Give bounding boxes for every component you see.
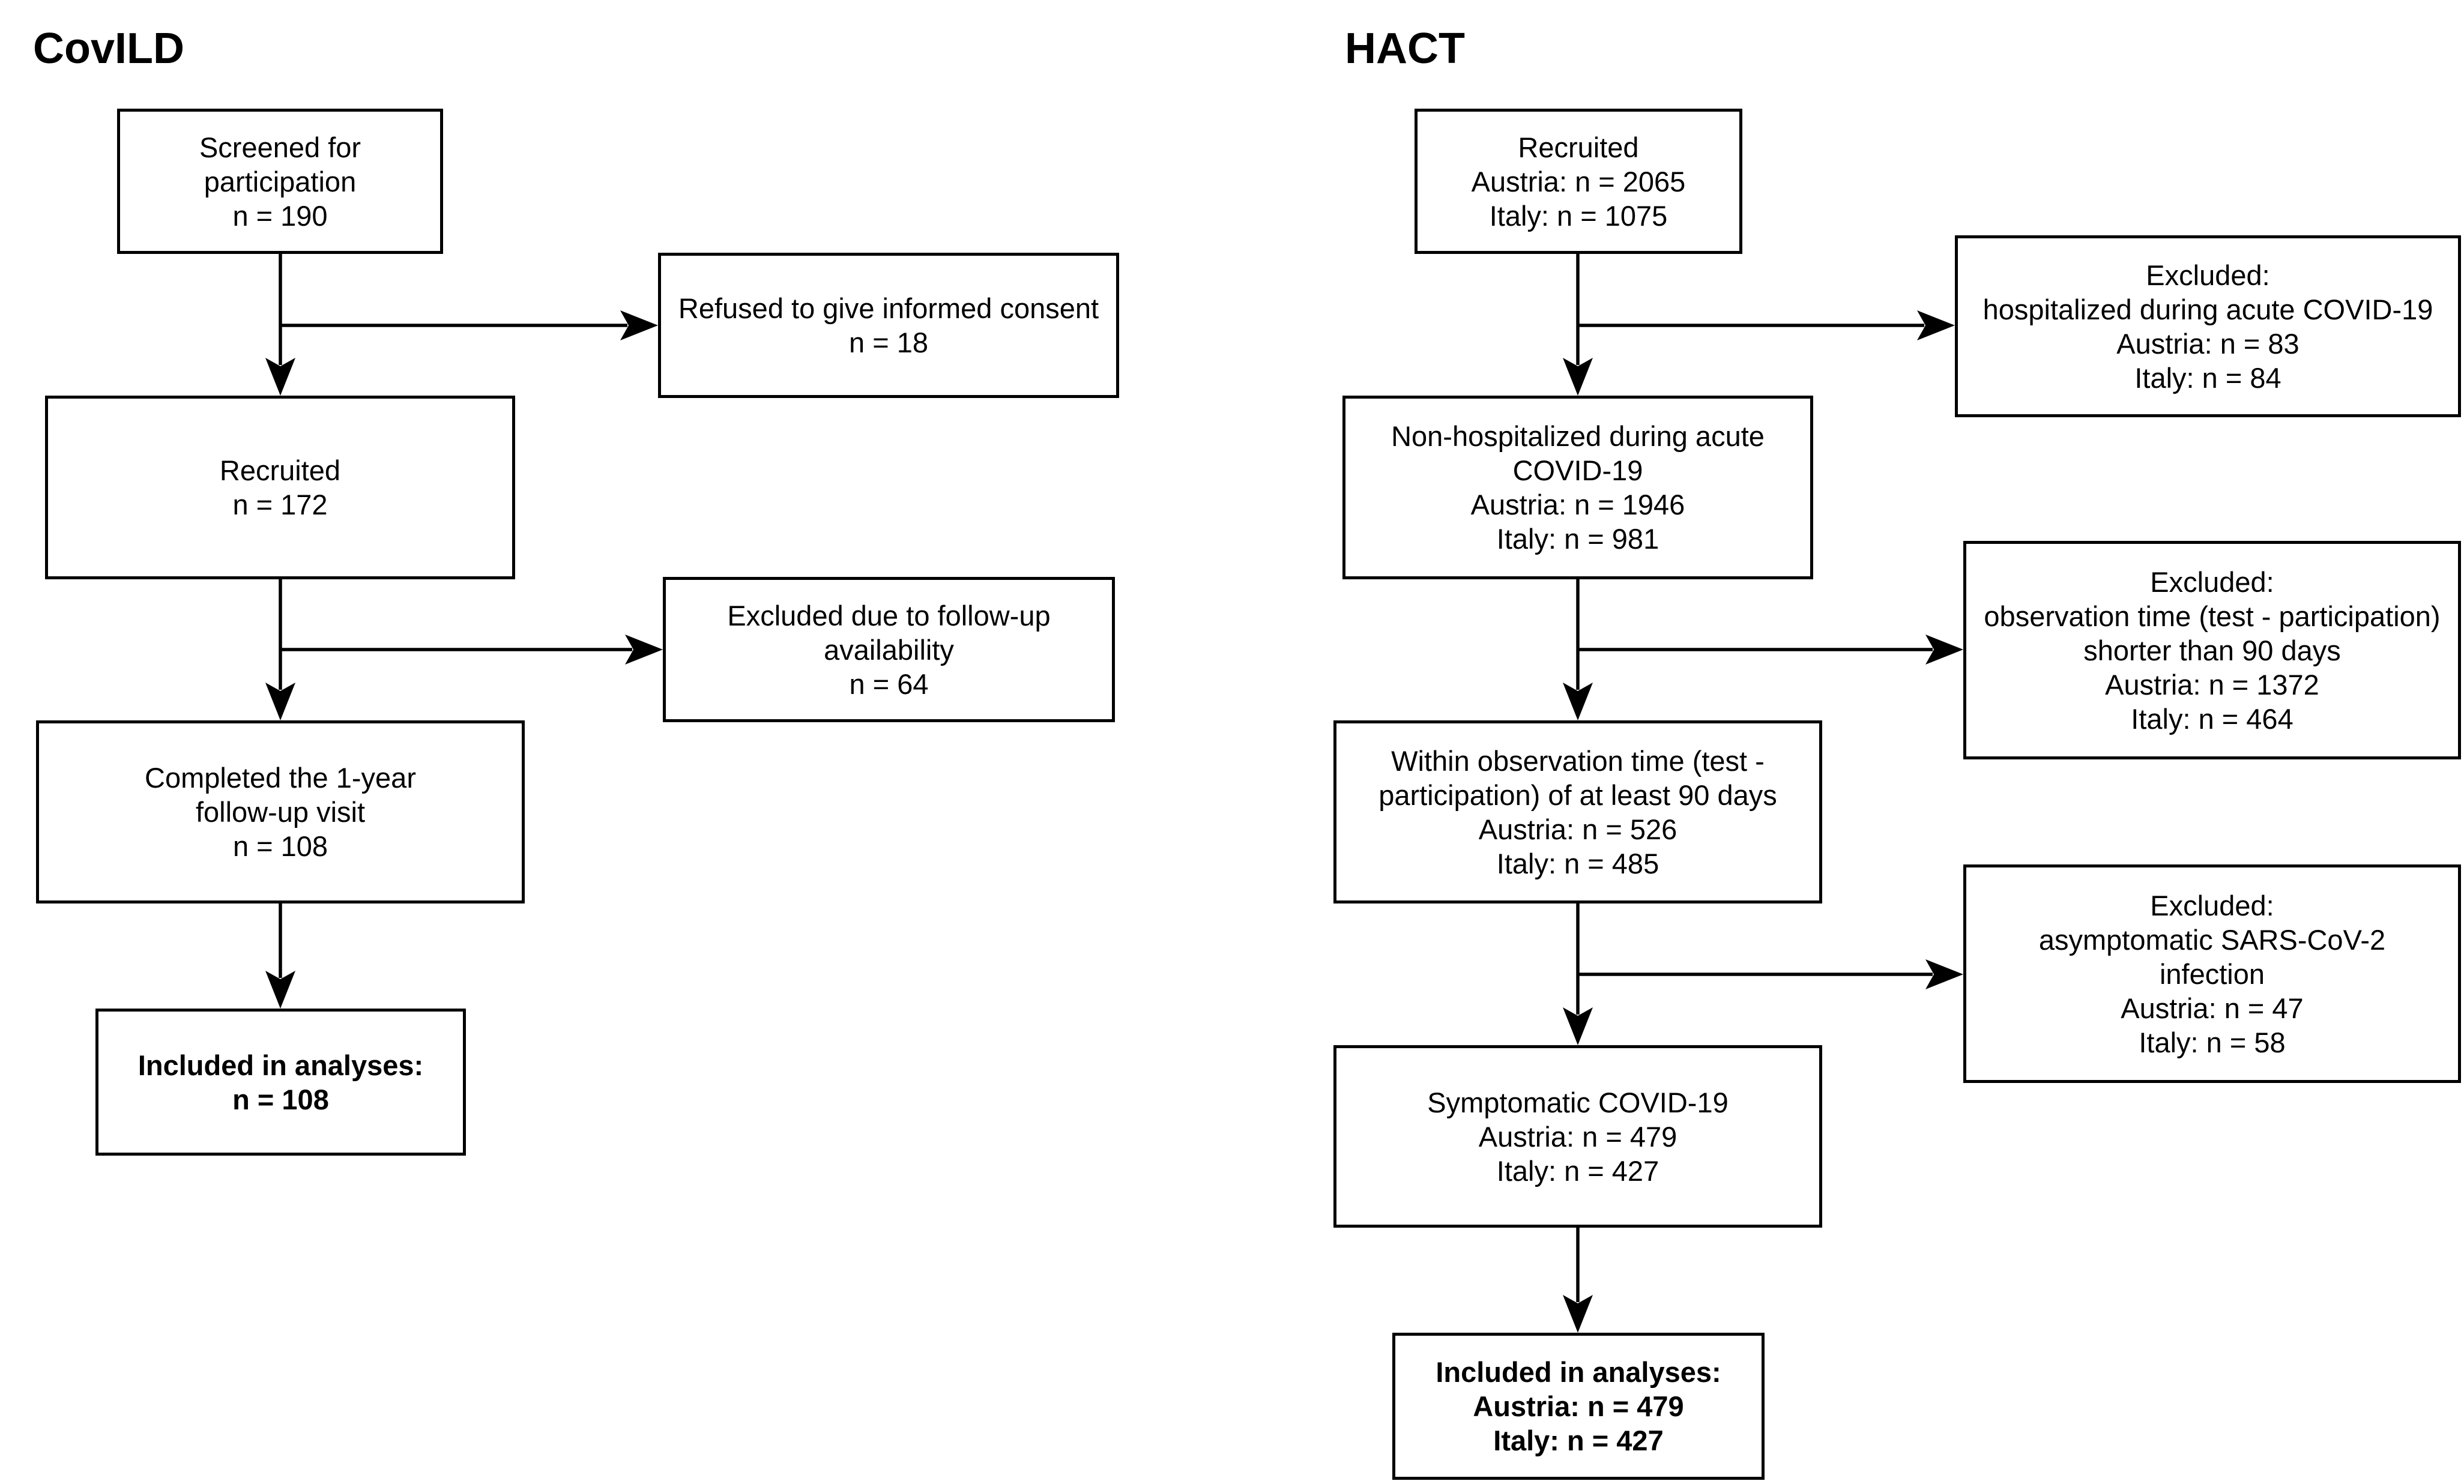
hact-excluded-obs-box: Excluded: observation time (test - parti… xyxy=(1963,541,2461,759)
box-line: Symptomatic COVID-19 xyxy=(1427,1086,1729,1118)
hact-included-box: Included in analyses: Austria: n = 479 I… xyxy=(1392,1333,1765,1480)
box-line: Austria: n = 1946 xyxy=(1470,489,1685,520)
arrowhead xyxy=(1925,635,1963,665)
arrowhead xyxy=(1563,1295,1593,1333)
hact-within-obs-box: Within observation time (test - particip… xyxy=(1333,720,1822,903)
box-line: Italy: n = 58 xyxy=(2139,1026,2286,1058)
box-line: n = 172 xyxy=(232,489,328,520)
box-line: Completed the 1-year xyxy=(145,762,416,794)
hact-excluded-asym-box: Excluded: asymptomatic SARS-CoV-2 infect… xyxy=(1963,864,2461,1083)
box-line: Austria: n = 1372 xyxy=(2105,668,2319,701)
arrowhead xyxy=(1563,1007,1593,1045)
hact-excluded-hosp-box: Excluded: hospitalized during acute COVI… xyxy=(1955,235,2461,417)
arrowhead xyxy=(265,358,295,396)
covild-title: CovILD xyxy=(33,25,184,73)
hact-recruited-box: Recruited Austria: n = 2065 Italy: n = 1… xyxy=(1415,109,1742,254)
box-line: Included in analyses: xyxy=(137,1049,424,1081)
box-line: asymptomatic SARS-CoV-2 xyxy=(2038,923,2386,956)
box-line: Austria: n = 47 xyxy=(2121,992,2304,1024)
box-line: Non-hospitalized during acute xyxy=(1391,420,1765,452)
covild-recruited-box: Recruited n = 172 xyxy=(45,396,515,579)
box-line: Austria: n = 2065 xyxy=(1471,165,1686,198)
box-line: follow-up visit xyxy=(195,796,366,828)
arrowhead xyxy=(265,683,295,720)
box-line: hospitalized during acute COVID-19 xyxy=(1982,293,2433,325)
arrowhead xyxy=(1563,358,1593,396)
covild-excluded-box: Excluded due to follow-up availability n… xyxy=(663,577,1115,722)
box-line: n = 108 xyxy=(232,830,328,862)
arrowhead xyxy=(265,971,295,1009)
box-line: Italy: n = 981 xyxy=(1496,523,1659,555)
hact-nonhosp-box: Non-hospitalized during acute COVID-19 A… xyxy=(1342,396,1813,579)
box-line: Recruited xyxy=(1518,131,1639,163)
box-line: Austria: n = 479 xyxy=(1478,1120,1677,1153)
box-line: observation time (test - participation) xyxy=(1984,600,2441,632)
arrowhead xyxy=(1917,310,1955,340)
box-line: participation) of at least 90 days xyxy=(1378,779,1777,811)
box-line: Excluded: xyxy=(2150,889,2274,921)
box-line: Included in analyses: xyxy=(1436,1356,1721,1388)
box-line: Excluded: xyxy=(2150,566,2274,598)
box-line: Italy: n = 427 xyxy=(1496,1154,1659,1187)
box-line: Italy: n = 84 xyxy=(2134,361,2281,394)
box-line: Italy: n = 485 xyxy=(1496,847,1659,879)
box-line: n = 108 xyxy=(232,1083,329,1115)
hact-title: HACT xyxy=(1345,25,1465,73)
box-line: Austria: n = 479 xyxy=(1473,1390,1684,1422)
box-line: Excluded: xyxy=(2146,259,2270,291)
covild-screened-box: Screened for participation n = 190 xyxy=(117,109,443,254)
box-line: Refused to give informed consent xyxy=(678,292,1099,324)
box-line: participation xyxy=(204,165,357,198)
box-line: Screened for xyxy=(199,131,361,163)
box-line: Austria: n = 526 xyxy=(1478,813,1677,845)
arrowhead xyxy=(1925,959,1963,989)
box-line: Italy: n = 427 xyxy=(1493,1425,1664,1456)
box-line: Italy: n = 1075 xyxy=(1489,199,1668,232)
box-line: n = 64 xyxy=(849,668,929,700)
covild-refused-box: Refused to give informed consent n = 18 xyxy=(658,253,1119,398)
box-line: availability xyxy=(824,633,954,666)
box-line: Excluded due to follow-up xyxy=(727,599,1051,632)
box-line: Austria: n = 83 xyxy=(2116,327,2299,360)
box-line: Recruited xyxy=(219,454,341,486)
box-line: n = 18 xyxy=(849,327,928,358)
box-line: shorter than 90 days xyxy=(2083,634,2341,666)
arrowhead xyxy=(625,635,663,665)
arrowhead xyxy=(620,310,658,340)
box-line: infection xyxy=(2159,958,2265,990)
box-line: Italy: n = 464 xyxy=(2131,702,2293,735)
box-line: Within observation time (test - xyxy=(1391,744,1765,777)
hact-symptomatic-box: Symptomatic COVID-19 Austria: n = 479 It… xyxy=(1333,1045,1822,1228)
covild-included-box: Included in analyses: n = 108 xyxy=(95,1009,466,1156)
arrowhead xyxy=(1563,683,1593,720)
box-line: n = 190 xyxy=(232,199,328,232)
covild-completed-box: Completed the 1-year follow-up visit n =… xyxy=(36,720,525,903)
box-line: COVID-19 xyxy=(1512,454,1643,486)
